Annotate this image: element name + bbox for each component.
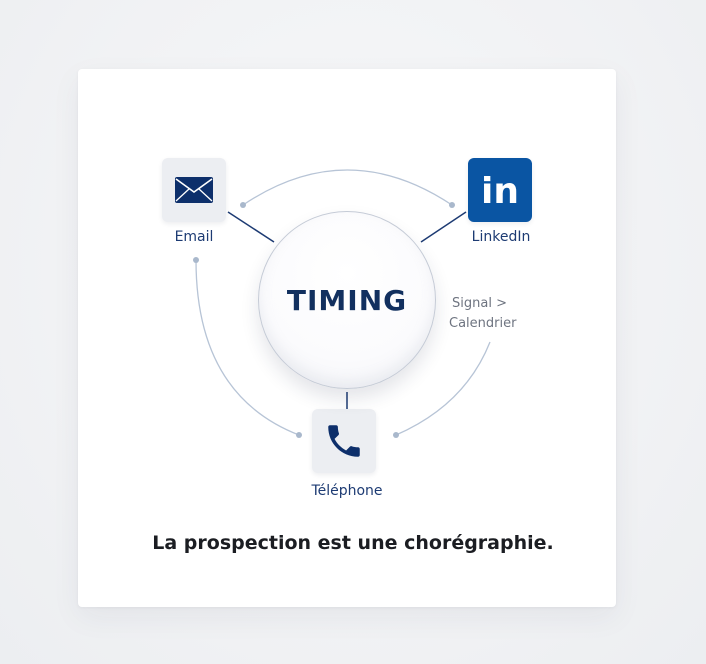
signal-text: Signal > — [452, 296, 507, 311]
linkedin-label: LinkedIn — [471, 229, 531, 245]
arc-email-phone — [195, 259, 300, 436]
arc-dot — [193, 257, 199, 263]
phone-node — [312, 409, 376, 473]
linkedin-node: in — [468, 158, 532, 222]
arc-signal-phone — [395, 341, 491, 436]
timing-hub: TIMING — [258, 211, 436, 389]
signal-calendar-note: Signal > Calendrier — [449, 294, 516, 334]
arc-dot — [449, 202, 455, 208]
spoke-email — [227, 211, 275, 243]
arc-dot — [240, 202, 246, 208]
envelope-icon — [175, 177, 213, 203]
email-label: Email — [174, 229, 214, 245]
spoke-linkedin — [420, 211, 467, 243]
email-node — [162, 158, 226, 222]
arc-email-linkedin — [242, 169, 453, 206]
caption: La prospection est une chorégraphie. — [152, 532, 554, 554]
calendar-text: Calendrier — [449, 316, 517, 331]
linkedin-logo-text: in — [481, 171, 519, 210]
linkedin-logo-icon: in — [481, 171, 519, 210]
phone-icon — [328, 425, 360, 457]
arc-dot — [393, 432, 399, 438]
phone-label: Téléphone — [311, 483, 383, 499]
arc-dot — [296, 432, 302, 438]
timing-label: TIMING — [286, 283, 408, 317]
